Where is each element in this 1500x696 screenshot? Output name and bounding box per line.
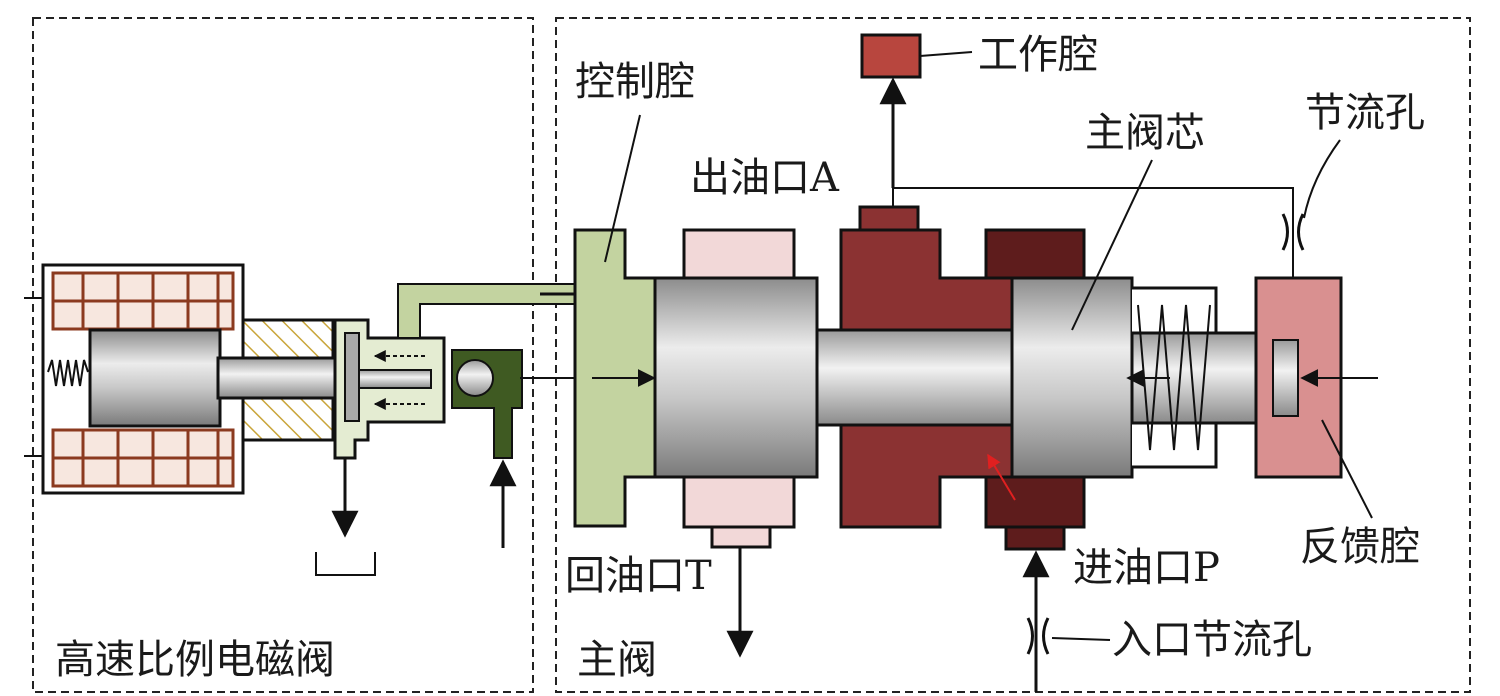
throttle-orifice-leader xyxy=(1303,139,1341,219)
inlet-flow-arrow xyxy=(987,453,1016,501)
feedback-chamber-leader xyxy=(1321,419,1373,519)
inlet-orifice-leader xyxy=(1051,637,1111,641)
armature-core xyxy=(88,328,222,428)
spool-land-left xyxy=(653,276,819,479)
feedback-piston xyxy=(1272,339,1299,417)
inlet-chamber-top xyxy=(984,228,1086,280)
solenoid-spring xyxy=(47,359,89,387)
pilot-rod xyxy=(358,369,432,389)
return-port-stub xyxy=(710,525,772,549)
label-main-valve: 主阀 xyxy=(577,637,657,683)
label-hs-solenoid-valve: 高速比例电磁阀 xyxy=(55,637,335,683)
main-spring xyxy=(1137,304,1211,451)
inlet-chamber-bottom xyxy=(984,475,1086,529)
label-main-spool: 主阀芯 xyxy=(1085,110,1205,156)
feedback-line xyxy=(892,187,1294,278)
label-inlet-throttle-orifice: 入口节流孔 xyxy=(1112,617,1312,663)
spool-land-right xyxy=(1010,276,1134,479)
main-valve-section-box xyxy=(555,17,1471,693)
label-feedback-chamber: 反馈腔 xyxy=(1300,524,1420,570)
inlet-orifice-symbol xyxy=(1026,617,1050,655)
label-throttle-orifice: 节流孔 xyxy=(1305,90,1425,136)
spool-stem xyxy=(815,328,1014,427)
pilot-ball xyxy=(456,359,494,397)
inlet-port-stub xyxy=(1004,525,1066,551)
control-chamber-leader xyxy=(604,114,641,263)
pilot-passage xyxy=(397,283,579,339)
coil-bottom xyxy=(51,428,235,488)
throttle-orifice-symbol xyxy=(1281,213,1305,251)
pilot-disc xyxy=(344,332,360,422)
label-outlet-a: 出油口A xyxy=(690,155,839,201)
return-port-block-top xyxy=(682,228,796,280)
return-port-block-bottom xyxy=(682,475,796,529)
tank-symbol xyxy=(315,552,376,576)
label-inlet-port-p: 进油口P xyxy=(1073,545,1220,591)
work-chamber-leader xyxy=(919,51,973,57)
label-control-chamber: 控制腔 xyxy=(575,59,695,105)
label-work-chamber: 工作腔 xyxy=(978,32,1098,78)
main-spool-leader xyxy=(1071,159,1153,331)
coil-top xyxy=(51,271,235,331)
label-return-port-t: 回油口T xyxy=(565,553,712,599)
solenoid-section-box xyxy=(32,17,534,693)
outlet-port-stub xyxy=(858,205,920,232)
work-chamber-block xyxy=(860,33,922,79)
